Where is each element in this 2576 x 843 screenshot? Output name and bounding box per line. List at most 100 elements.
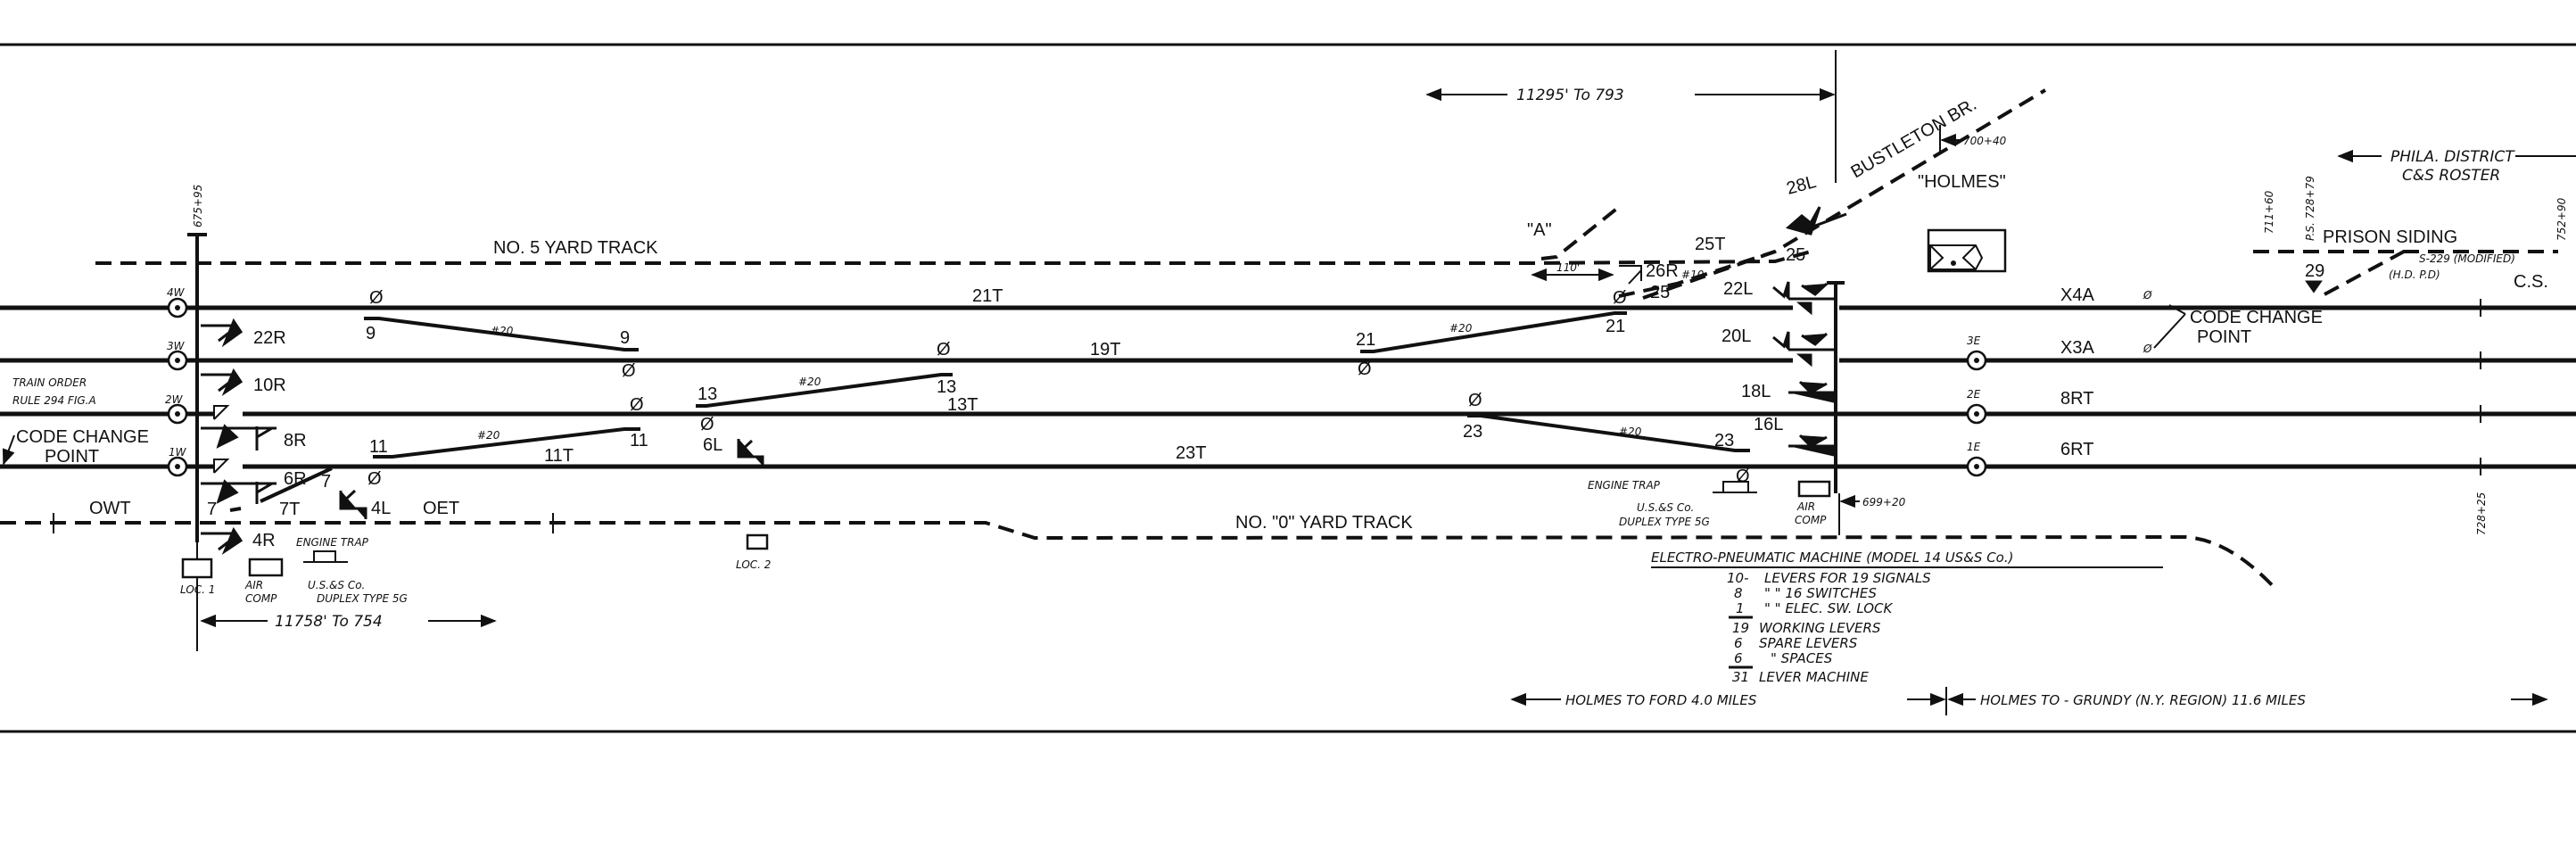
cs-roster-label: C&S ROSTER bbox=[2402, 167, 2500, 185]
mp-711-60: 711+60 bbox=[2263, 190, 2275, 234]
train-order-label-2: RULE 294 FIG.A bbox=[12, 394, 96, 407]
switch-9-phi-a: Ø bbox=[369, 288, 384, 308]
machine-row-2-count: 8 bbox=[1734, 585, 1743, 601]
code-change-point-west-2: POINT bbox=[45, 447, 99, 467]
mp-700-40-label: 700+40 bbox=[1963, 135, 2007, 147]
signal-29-icon bbox=[2305, 280, 2323, 293]
crossover-13-number: #20 bbox=[798, 376, 822, 388]
signal-8r-label: 8R bbox=[284, 431, 307, 450]
track-x4a-label: X4A bbox=[2060, 285, 2094, 305]
track-x3a-label: X3A bbox=[2060, 338, 2094, 358]
signal-26r-icon bbox=[1619, 265, 1642, 285]
signal-4w-icon bbox=[167, 297, 188, 318]
track-21t-label: 21T bbox=[972, 286, 1003, 306]
signal-6l-icon bbox=[737, 439, 764, 466]
machine-row-4-text: WORKING LEVERS bbox=[1759, 620, 1881, 636]
signal-1w-label: 1W bbox=[169, 446, 187, 459]
location-1-label: LOC. 1 bbox=[180, 583, 215, 596]
signal-1e-icon bbox=[1966, 456, 1987, 477]
track-a-label: "A" bbox=[1527, 220, 1552, 240]
switch-7-label: 7 bbox=[207, 500, 217, 519]
machine-row-7-text: LEVER MACHINE bbox=[1759, 669, 1869, 685]
crossover-9-number: #20 bbox=[491, 325, 514, 337]
signal-16l-label: 16L bbox=[1754, 415, 1783, 434]
crossover-23 bbox=[1467, 414, 1750, 452]
mp-752-90: 752+90 bbox=[2555, 197, 2568, 241]
machine-row-4-count: 19 bbox=[1732, 620, 1749, 636]
dimension-to-793: 11295' To 793 bbox=[1516, 87, 1624, 104]
mp-728-25: 728+25 bbox=[2475, 492, 2488, 535]
switch-23-label-b: 23 bbox=[1714, 431, 1734, 450]
switch-9-label-b: 9 bbox=[620, 328, 630, 348]
air-comp-west-box bbox=[248, 558, 284, 577]
track-19t-label: 19T bbox=[1090, 340, 1120, 360]
switch-23-phi-a: Ø bbox=[1468, 391, 1482, 410]
signal-2e-label: 2E bbox=[1967, 388, 1981, 401]
machine-row-6-text: " SPACES bbox=[1771, 650, 1833, 666]
machine-title: ELECTRO-PNEUMATIC MACHINE (MODEL 14 US&S… bbox=[1651, 550, 2013, 566]
signal-16l-icon bbox=[1788, 434, 1837, 457]
code-change-arrows-east bbox=[2153, 304, 2186, 349]
signal-22r-icon bbox=[201, 318, 244, 348]
engine-trap-west-icon bbox=[303, 550, 348, 563]
switch-21-phi-a: Ø bbox=[1358, 360, 1372, 379]
signal-29-label: 29 bbox=[2305, 261, 2324, 281]
insulated-joints bbox=[53, 513, 554, 533]
track-a-spur bbox=[1540, 205, 1621, 260]
uss-west-label-2: DUPLEX TYPE 5G bbox=[317, 592, 408, 605]
machine-row-6-count: 6 bbox=[1734, 650, 1743, 666]
switch-13-label-a: 13 bbox=[698, 384, 717, 404]
machine-row-7-count: 31 bbox=[1732, 669, 1749, 685]
track-25t-label: 25T bbox=[1695, 235, 1725, 254]
signal-10r-label: 10R bbox=[253, 376, 286, 395]
switch-9-label-a: 9 bbox=[366, 324, 376, 343]
code-change-arrow-west bbox=[2, 434, 15, 466]
code-change-point-west: CODE CHANGE bbox=[16, 427, 149, 447]
crossover-23-number: #20 bbox=[1619, 426, 1642, 438]
cs-label: C.S. bbox=[2514, 272, 2548, 292]
station-name: "HOLMES" bbox=[1918, 172, 2006, 192]
machine-row-5-count: 6 bbox=[1734, 635, 1743, 651]
signal-18l-icon bbox=[1788, 380, 1837, 403]
signal-hdpd-label: (H.D. P.D) bbox=[2389, 269, 2440, 281]
distance-to-grundy: HOLMES TO - GRUNDY (N.Y. REGION) 11.6 MI… bbox=[1980, 692, 2306, 708]
signal-3e-icon bbox=[1966, 350, 1987, 371]
uss-east-label-2: DUPLEX TYPE 5G bbox=[1619, 516, 1710, 528]
air-comp-east-label-1: AIR bbox=[1796, 500, 1815, 513]
machine-row-1-count: 10- bbox=[1727, 570, 1749, 586]
switch-13-phi-a: Ø bbox=[700, 415, 714, 434]
machine-summary: ELECTRO-PNEUMATIC MACHINE (MODEL 14 US&S… bbox=[1651, 550, 2163, 685]
switch-11-label-a: 11 bbox=[369, 437, 388, 457]
engine-trap-west-label: ENGINE TRAP bbox=[296, 536, 369, 549]
code-change-marker-2: Ø bbox=[2143, 343, 2152, 355]
track-oet-label: OET bbox=[423, 499, 459, 518]
machine-row-1-text: LEVERS FOR 19 SIGNALS bbox=[1764, 570, 1931, 586]
signal-3w-icon bbox=[167, 350, 188, 371]
switch-21-phi-b: Ø bbox=[1613, 288, 1627, 308]
machine-row-2-text: " " 16 SWITCHES bbox=[1764, 585, 1877, 601]
code-change-point-east-2: POINT bbox=[2197, 327, 2251, 347]
location-2-label: LOC. 2 bbox=[736, 558, 771, 571]
signal-26r-label: 26R bbox=[1646, 261, 1679, 281]
signal-2w-label: 2W bbox=[165, 393, 184, 406]
switch-13-label-b: 13 bbox=[937, 377, 956, 397]
uss-east-label-1: U.S.&S Co. bbox=[1637, 501, 1694, 514]
signal-4w-label: 4W bbox=[167, 286, 186, 299]
code-change-point-east: CODE CHANGE bbox=[2190, 308, 2323, 327]
switch-9-phi-b: Ø bbox=[622, 361, 636, 381]
signal-28l-icon bbox=[1785, 206, 1847, 236]
crossover-21-number: #20 bbox=[1449, 322, 1473, 335]
signal-6r-icon bbox=[201, 479, 277, 504]
signal-2e-icon bbox=[1966, 403, 1987, 425]
switch-25-label-b: 25 bbox=[1786, 245, 1805, 265]
signal-10r-icon bbox=[201, 368, 244, 396]
engine-trap-east-icon bbox=[1713, 481, 1757, 493]
uss-west-label-1: U.S.&S Co. bbox=[308, 579, 365, 591]
yard-track-5-label: NO. 5 YARD TRACK bbox=[493, 238, 658, 258]
signal-3e-label: 3E bbox=[1967, 335, 1981, 347]
signal-4l-label: 4L bbox=[371, 499, 391, 518]
switch-23-label-a: 23 bbox=[1463, 422, 1482, 442]
signal-4l-icon bbox=[339, 489, 367, 519]
switch-21-label-a: 21 bbox=[1356, 330, 1375, 350]
